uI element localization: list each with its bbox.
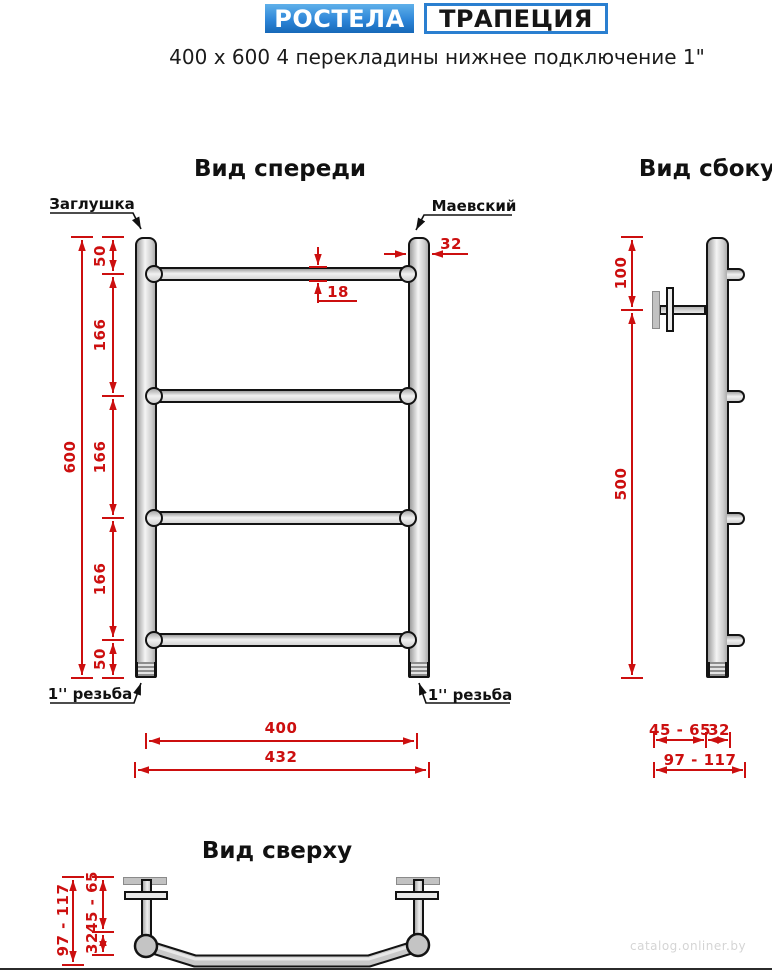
dim-top-45-65: 45 - 65	[83, 871, 101, 933]
dim-height-600: 600	[61, 440, 79, 474]
side-post	[706, 237, 729, 678]
side-bracket-plate	[666, 287, 674, 332]
watermark: catalog.onliner.by	[630, 939, 747, 953]
image-bottom-edge	[0, 968, 772, 970]
dim-top-50: 50	[91, 245, 109, 267]
front-left-post	[135, 237, 157, 678]
top-right-stem	[413, 879, 424, 937]
dim-tube-18: 18	[327, 283, 349, 301]
top-right-plate	[395, 891, 439, 900]
dim-width-432: 432	[264, 748, 298, 766]
front-left-thread	[136, 662, 156, 678]
model-badge: ТРАПЕЦИЯ	[424, 3, 608, 34]
front-rung-4	[145, 631, 417, 649]
side-bracket-arm	[659, 305, 706, 315]
dim-side-500: 500	[612, 467, 630, 501]
front-right-post	[408, 237, 430, 678]
dim-side-100: 100	[612, 256, 630, 290]
side-stub-4	[727, 634, 745, 647]
thread-left-label: 1'' резьба	[47, 685, 133, 703]
top-view-tube	[133, 932, 431, 968]
plug-label: Заглушка	[49, 195, 135, 213]
dim-post-32: 32	[440, 235, 462, 253]
product-subtitle: 400 x 600 4 перекладины нижнее подключен…	[169, 45, 705, 69]
front-rung-1	[145, 265, 417, 283]
dim-bottom-50: 50	[91, 648, 109, 670]
air-valve-label: Маевский	[431, 197, 517, 215]
front-rung-2	[145, 387, 417, 405]
front-view-title: Вид спереди	[193, 156, 367, 182]
side-stub-1	[727, 268, 745, 281]
dim-side-45-65: 45 - 65	[649, 721, 711, 739]
dim-side-32: 32	[708, 721, 730, 739]
front-rung-3	[145, 509, 417, 527]
dim-gap1-166: 166	[91, 318, 109, 352]
front-right-thread	[409, 662, 429, 678]
top-view-title: Вид сверху	[201, 838, 353, 864]
side-thread	[708, 662, 727, 678]
brand-badge: РОСТЕЛА	[265, 4, 414, 33]
dim-gap3-166: 166	[91, 562, 109, 596]
dim-side-97-117: 97 - 117	[663, 751, 737, 769]
dim-width-400: 400	[264, 719, 298, 737]
side-stub-3	[727, 512, 745, 525]
side-stub-2	[727, 390, 745, 403]
top-left-plate	[124, 891, 168, 900]
leader-lines	[50, 212, 512, 704]
side-bracket-flange	[652, 291, 660, 329]
dim-gap2-166: 166	[91, 440, 109, 474]
side-view-title: Вид сбоку	[638, 156, 772, 182]
dim-top-32: 32	[83, 932, 101, 954]
dim-top-97-117: 97 - 117	[54, 883, 72, 957]
thread-right-label: 1'' резьба	[427, 686, 513, 704]
top-left-stem	[141, 879, 152, 937]
